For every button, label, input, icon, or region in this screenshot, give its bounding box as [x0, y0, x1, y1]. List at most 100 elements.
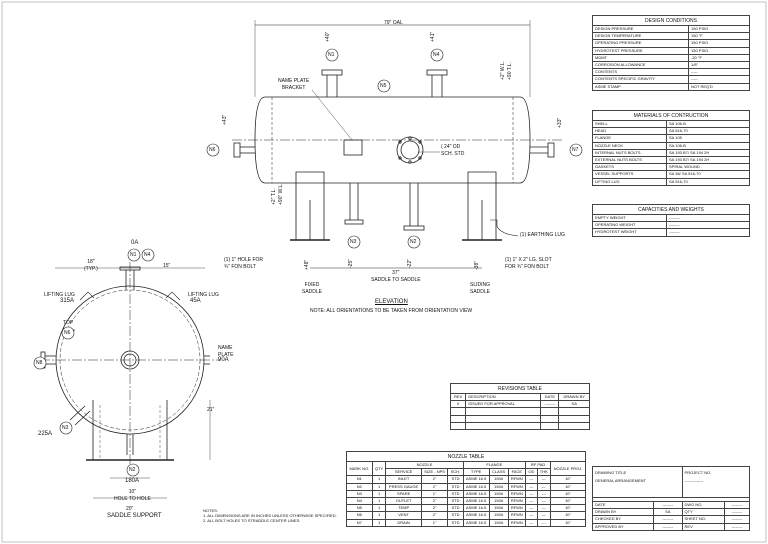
cell: STD — [447, 504, 464, 513]
tag-n7-elev — [569, 143, 583, 157]
cell: --- — [525, 482, 538, 491]
tag-n4: N4 — [433, 52, 440, 58]
project-no-label: PROJECT NO. — [684, 470, 712, 475]
cell: 0 — [449, 400, 467, 409]
cell: INLET — [385, 475, 422, 484]
sub-header: OD — [525, 468, 538, 477]
cell: OPERATING PRESSURE — [592, 39, 689, 48]
cell: DRAIN — [385, 518, 422, 527]
cell: --- — [525, 489, 538, 498]
nwl-left-dim: +2" T.L. +90" W.L. — [271, 183, 284, 205]
revisions-table: REVISIONS TABLE REV DESCRIPTION DATE DRA… — [449, 383, 590, 430]
cell: 10" — [550, 496, 586, 506]
cell: SHELL — [592, 119, 667, 129]
dim-18-typ: 18" (TYP.) — [84, 259, 98, 272]
cell: SA 36/ SA 516-70 — [666, 170, 750, 179]
cell: --- — [536, 504, 552, 513]
cell: ----- — [688, 68, 750, 77]
cell: --- — [525, 518, 538, 527]
earthing-lug-label: (1) EARTHING LUG — [520, 232, 565, 238]
cell: 1 — [371, 504, 387, 513]
drawing-title-cell: DRAWING TITLE GENERAL ARRANGEMENT — [592, 466, 683, 498]
title-block: DRAWING TITLE GENERAL ARRANGEMENT PROJEC… — [591, 466, 751, 531]
cell: N1 — [346, 475, 373, 484]
cell: RFWN — [507, 482, 527, 491]
cell: --- — [536, 489, 552, 498]
cell: CONTENTS SPECIFIC GRAVITY — [592, 75, 689, 84]
nozzle-table-title: NOZZLE TABLE — [346, 451, 586, 462]
tag-n4-ov: N4 — [144, 252, 151, 258]
table-row: CONTENTS----- — [592, 68, 750, 77]
tag-n2-ov — [126, 463, 140, 477]
tag-n8-ov: N8 — [36, 360, 43, 366]
dim-15: 15" — [163, 263, 171, 269]
cell: 10" — [550, 504, 586, 513]
tag-n2-ov: N2 — [129, 467, 136, 473]
tag-n6-ov — [61, 326, 75, 340]
cell: 150 °F — [688, 32, 750, 41]
cell: 1 — [371, 482, 387, 491]
cell: CHECKED BY — [591, 515, 655, 524]
cell: 1 — [371, 496, 387, 506]
cell: SPIRAL WOUND — [666, 163, 750, 172]
cell: DATE — [591, 500, 655, 510]
sub-header: CLASS — [488, 468, 509, 477]
cell: N2 — [346, 482, 373, 491]
sliding-slot-note: (1) 1" X 2" LG. SLOT FOR ¾" FON BOLT — [505, 257, 552, 270]
manway-ov — [120, 350, 140, 370]
design-conditions-title: DESIGN CONDITIONS — [592, 15, 750, 26]
cell: ASME 16.5 — [462, 489, 490, 498]
cell: N4 — [346, 496, 373, 506]
cell: TEMP — [385, 504, 422, 513]
table-row: APPROVED BY -------- REV -------- — [591, 522, 751, 531]
project-no: -------------- — [684, 478, 704, 483]
cell: ----- — [688, 75, 750, 84]
sub-header: SCH. — [447, 468, 464, 477]
cell: 150# — [488, 496, 509, 506]
revisions-title: REVISIONS TABLE — [450, 383, 590, 394]
cell: 150# — [488, 482, 509, 491]
cell: -------- — [723, 500, 751, 510]
cell: RFWN — [507, 518, 527, 527]
col-header: DRAWN BY — [558, 392, 590, 402]
cell: 150# — [488, 504, 509, 513]
cell: SPARE — [385, 489, 422, 498]
cell: N3 — [346, 489, 373, 498]
cell: DESIGN TEMPERATURE — [592, 32, 689, 41]
col-header: MARK NO. — [346, 460, 373, 477]
cell: GASKETS — [592, 163, 667, 172]
angle-45a: 45A — [190, 298, 201, 304]
cell: 2" — [420, 511, 449, 520]
tag-n2: N2 — [410, 239, 417, 245]
note-1: 1. ALL DIMENSIONS ARE IN INCHES UNLESS O… — [203, 513, 337, 518]
name-plate-label: NAME PLATE — [218, 345, 234, 358]
table-row: HYDROTEST WEIGHT-------- — [592, 228, 750, 237]
nozzle-table: NOZZLE TABLE MARK NO. QTY NOZZLE FLANGE … — [346, 451, 586, 527]
cell: 1 — [371, 518, 387, 527]
angle-225a: 225A — [38, 431, 53, 437]
cell: DESIGN PRESSURE — [592, 24, 689, 34]
table-row: DRAWN BY SA QTY -------- — [591, 508, 751, 517]
table-row: CONTENTS SPECIFIC GRAVITY----- — [592, 75, 750, 84]
cell: --- — [536, 518, 552, 527]
angle-90a: 90A — [218, 357, 229, 363]
dim-43: +43" — [222, 114, 228, 125]
table-row: DATE -------- DWG NO. -------- — [591, 500, 751, 510]
cell: OUTLET — [385, 496, 422, 506]
cell: FLANGE — [592, 134, 667, 143]
lifting-lug-left: LIFTING LUG — [44, 292, 75, 298]
tag-n1-elev — [325, 48, 339, 62]
cell: --- — [525, 496, 538, 506]
cell: 150 PSIG — [688, 24, 750, 34]
dim-33: +33" — [557, 117, 563, 128]
cell: SA — [653, 508, 683, 517]
cell: -------- — [666, 221, 750, 230]
